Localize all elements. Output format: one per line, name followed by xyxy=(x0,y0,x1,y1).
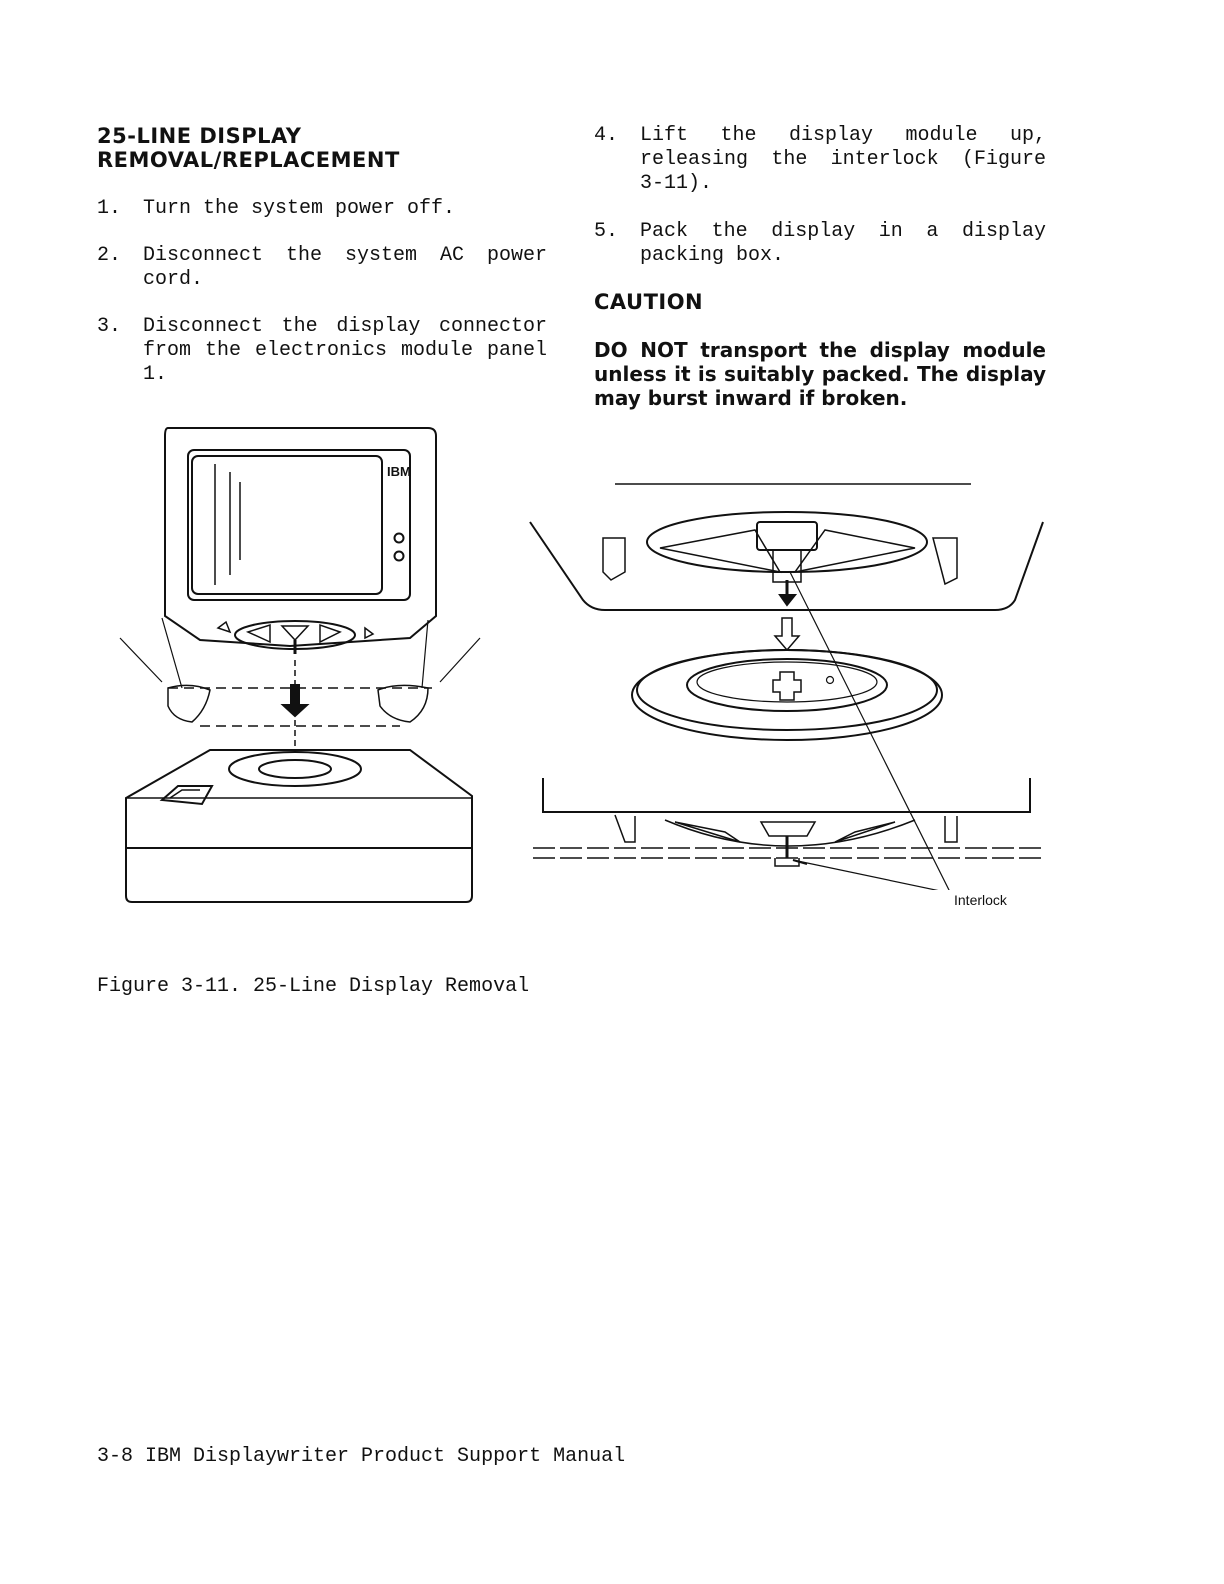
step-number: 1. xyxy=(97,197,122,220)
page-footer: 3-8 IBM Displaywriter Product Support Ma… xyxy=(97,1445,626,1468)
caution-body: DO NOT transport the display module unle… xyxy=(594,338,1046,410)
section-heading-line1: 25-LINE DISPLAY xyxy=(97,124,302,148)
interlock-label: Interlock xyxy=(954,892,1007,908)
section-heading-line2: REMOVAL/REPLACEMENT xyxy=(97,148,400,172)
step-text: Lift the display module up, releasing th… xyxy=(640,124,1046,195)
step-text: Disconnect the display connector from th… xyxy=(143,315,547,386)
figure-caption: Figure 3-11. 25-Line Display Removal xyxy=(97,975,530,998)
step-number: 3. xyxy=(97,315,122,338)
caution-title: CAUTION xyxy=(594,290,704,314)
step-text: Pack the display in a display packing bo… xyxy=(640,220,1046,267)
ibm-logo: IBM xyxy=(387,464,411,479)
step-number: 4. xyxy=(594,124,619,147)
step-number: 2. xyxy=(97,244,122,267)
step-text: Turn the system power off. xyxy=(143,197,456,220)
step-number: 5. xyxy=(594,220,619,243)
display-removal-illustration: IBM xyxy=(119,427,481,903)
step-text: Disconnect the system AC power cord. xyxy=(143,244,547,291)
interlock-detail-illustration xyxy=(529,483,1045,890)
section-heading: 25-LINE DISPLAY REMOVAL/REPLACEMENT xyxy=(97,124,557,172)
